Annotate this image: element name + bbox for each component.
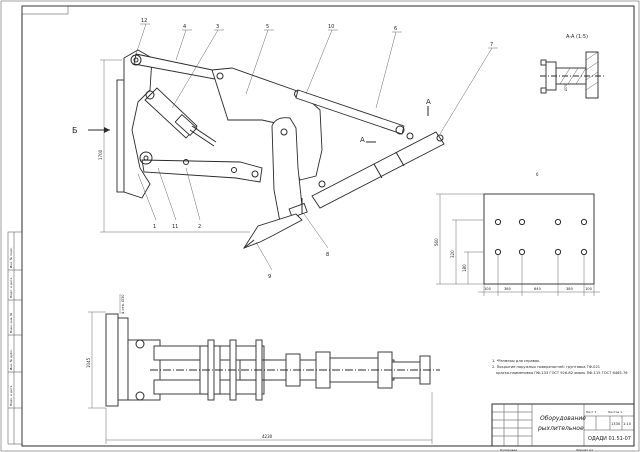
title-copied: Копировал: [500, 448, 517, 452]
top-left-box: [21, 5, 69, 15]
title-mass: 1330: [611, 422, 621, 426]
plate-mark: б: [536, 172, 539, 177]
callout-8: 8: [326, 252, 329, 258]
section-view: A-A (1:5) Ø70: [540, 34, 604, 99]
callout-11: 11: [172, 224, 178, 230]
stamp-2: Подп. и дата: [9, 277, 13, 298]
callout-2: 2: [198, 224, 201, 230]
view-a-left: A: [360, 136, 365, 144]
callout-3: 3: [216, 24, 219, 30]
dim-row-4: 380: [566, 287, 574, 291]
title-designation: ОДАДИ 01.51-07: [588, 436, 631, 442]
stamp-5: Подп. и дата: [9, 385, 13, 406]
note-2: 2. Покрытие наружных поверхностей: грунт…: [492, 365, 600, 369]
callout-6: 6: [394, 26, 397, 32]
dim-side-height: 1700: [98, 149, 103, 160]
callout-7: 7: [490, 42, 493, 48]
section-title: A-A (1:5): [566, 34, 588, 40]
callout-12: 12: [141, 18, 147, 24]
title-line2: рыхлительное: [537, 425, 584, 432]
inner-frame: [21, 5, 635, 447]
side-stamp: Инв. № подл. Подп. и дата Взам. инв. № И…: [7, 231, 23, 445]
section-dim: Ø70: [563, 84, 568, 91]
stamp-4: Инв. № дубл.: [9, 349, 13, 370]
title-sheets: Листов 1: [608, 410, 622, 414]
title-line1: Оборудование: [540, 415, 586, 422]
dim-hole: 4 отв. Ø30: [120, 294, 125, 314]
stamp-1: Инв. № подл.: [9, 247, 13, 268]
plate-view: 560 320 180 100 380 640 380 100 б: [434, 172, 600, 296]
dim-row-3: 640: [534, 287, 542, 291]
dim-row-1: 100: [484, 287, 492, 291]
note-3: краска-наименовка ПФ-133 ГОСТ 926-82 эма…: [496, 371, 628, 375]
note-1: 1. *Размеры для справок.: [492, 359, 540, 363]
title-format: Формат A1: [576, 448, 593, 452]
view-b-label: Б: [72, 126, 78, 135]
callout-4: 4: [183, 24, 186, 30]
callout-5: 5: [266, 24, 269, 30]
dim-plan-length: 4230: [262, 434, 273, 439]
notes: 1. *Размеры для справок. 2. Покрытие нар…: [492, 359, 628, 375]
dim-row-2: 380: [504, 287, 512, 291]
title-sheet: Лист 1: [586, 410, 597, 414]
title-block: Оборудование рыхлительное 1330 1:10 Лист…: [491, 403, 635, 452]
callout-1: 1: [153, 224, 156, 230]
dim-plate-inner-2: 180: [462, 264, 467, 272]
dim-row-5: 100: [585, 287, 593, 291]
view-a-right: A: [426, 98, 431, 106]
callout-9: 9: [268, 274, 271, 280]
callout-10: 10: [328, 24, 334, 30]
title-scale: 1:10: [623, 422, 632, 426]
stamp-3: Взам. инв. №: [9, 313, 13, 333]
plan-view: 1045 4 отв. Ø30 4230: [86, 294, 440, 444]
side-view: 1700: [72, 18, 498, 280]
dim-plate-inner-1: 320: [450, 250, 455, 258]
dim-plan-height: 1045: [86, 357, 91, 368]
dim-plate-height: 560: [434, 238, 439, 246]
